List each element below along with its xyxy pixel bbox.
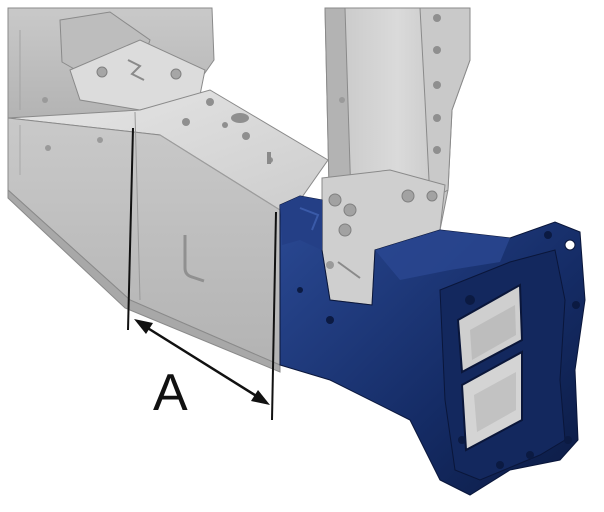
dimension-a: A bbox=[127, 127, 277, 422]
frame-rail-gray bbox=[7, 89, 329, 373]
front-bracket-blue bbox=[279, 195, 586, 496]
dimension-label: A bbox=[153, 364, 188, 422]
upper-crossmember bbox=[7, 7, 215, 121]
double-headed-arrow-icon bbox=[134, 319, 270, 405]
extension-line-right bbox=[271, 211, 277, 421]
vertical-post bbox=[321, 7, 471, 306]
extension-line-left bbox=[127, 127, 134, 331]
